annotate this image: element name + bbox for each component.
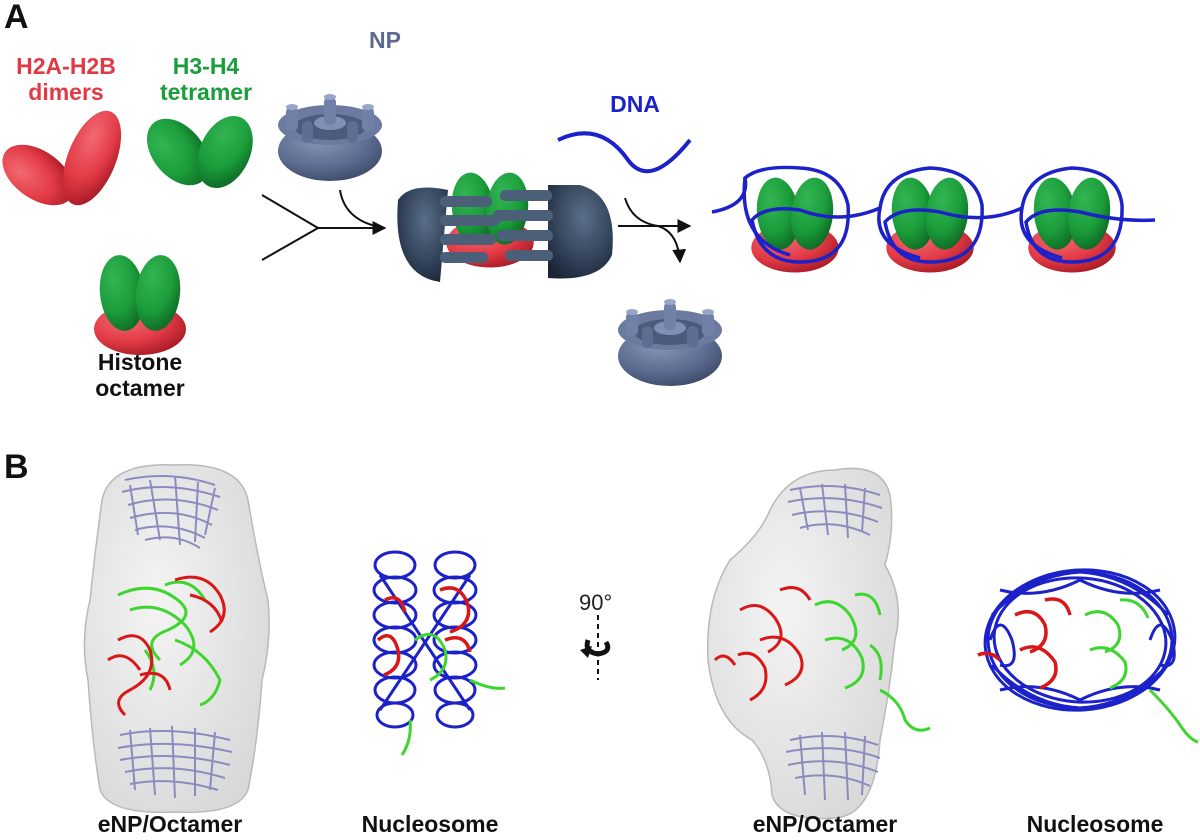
nucleosome-label-1: Nucleosome (361, 811, 499, 837)
rotation-angle-label: 90° (579, 590, 613, 615)
merge-arrow (261, 189, 387, 261)
np-label: NP (369, 27, 401, 53)
h3-h4-label: H3-H4 tetramer (148, 53, 264, 106)
h3-h4-ribbon-2 (814, 592, 931, 732)
enp-octamer-label-2: eNP/Octamer (752, 811, 898, 837)
nucleosome-array-icon (711, 165, 1156, 273)
panel-a-label: A (4, 0, 29, 36)
np-icon (278, 94, 382, 181)
h2a-h2b-ribbon (107, 575, 226, 717)
histone-octamer-label-line2: octamer (95, 374, 185, 401)
nucleosome-model-2 (977, 568, 1199, 744)
h3-h4-label-line1: H3-H4 (172, 53, 240, 79)
enp-octamer-map-2 (706, 467, 931, 820)
h2a-h2b-label: H2A-H2B dimers (0, 53, 132, 106)
released-np-icon (618, 299, 722, 386)
histone-octamer-label-line1: Histone (97, 349, 183, 375)
panel-b-label: B (4, 448, 29, 486)
h3-h4-label-line2: tetramer (159, 78, 253, 105)
np-ribbon-top (121, 475, 221, 549)
h3-h4-ribbon (117, 580, 222, 707)
np-ribbon-top-2 (787, 483, 883, 539)
enp-octamer-map-1 (83, 464, 270, 814)
dna-strand-icon (557, 131, 692, 174)
h3-h4-tetramer-icon (146, 115, 253, 189)
enp-octamer-complex-icon (397, 170, 613, 282)
enp-octamer-label-1: eNP/Octamer (97, 811, 243, 837)
np-ribbon-bottom (117, 725, 233, 799)
split-arrow (618, 197, 692, 264)
h2a-h2b-dimers-icon (2, 110, 122, 206)
np-ribbon-bottom-2 (785, 731, 881, 801)
histone-octamer-icon (94, 252, 186, 355)
h2a-h2b-label-line2: dimers (28, 78, 104, 105)
histone-octamer-label: Histone octamer (80, 349, 200, 402)
nucleosome-model-1 (372, 550, 506, 756)
dna-label: DNA (610, 91, 660, 117)
rotation-icon (580, 615, 611, 680)
nucleosome-label-2: Nucleosome (1026, 811, 1164, 837)
h2a-h2b-ribbon-2 (713, 586, 812, 702)
h2a-h2b-label-line1: H2A-H2B (16, 53, 116, 79)
